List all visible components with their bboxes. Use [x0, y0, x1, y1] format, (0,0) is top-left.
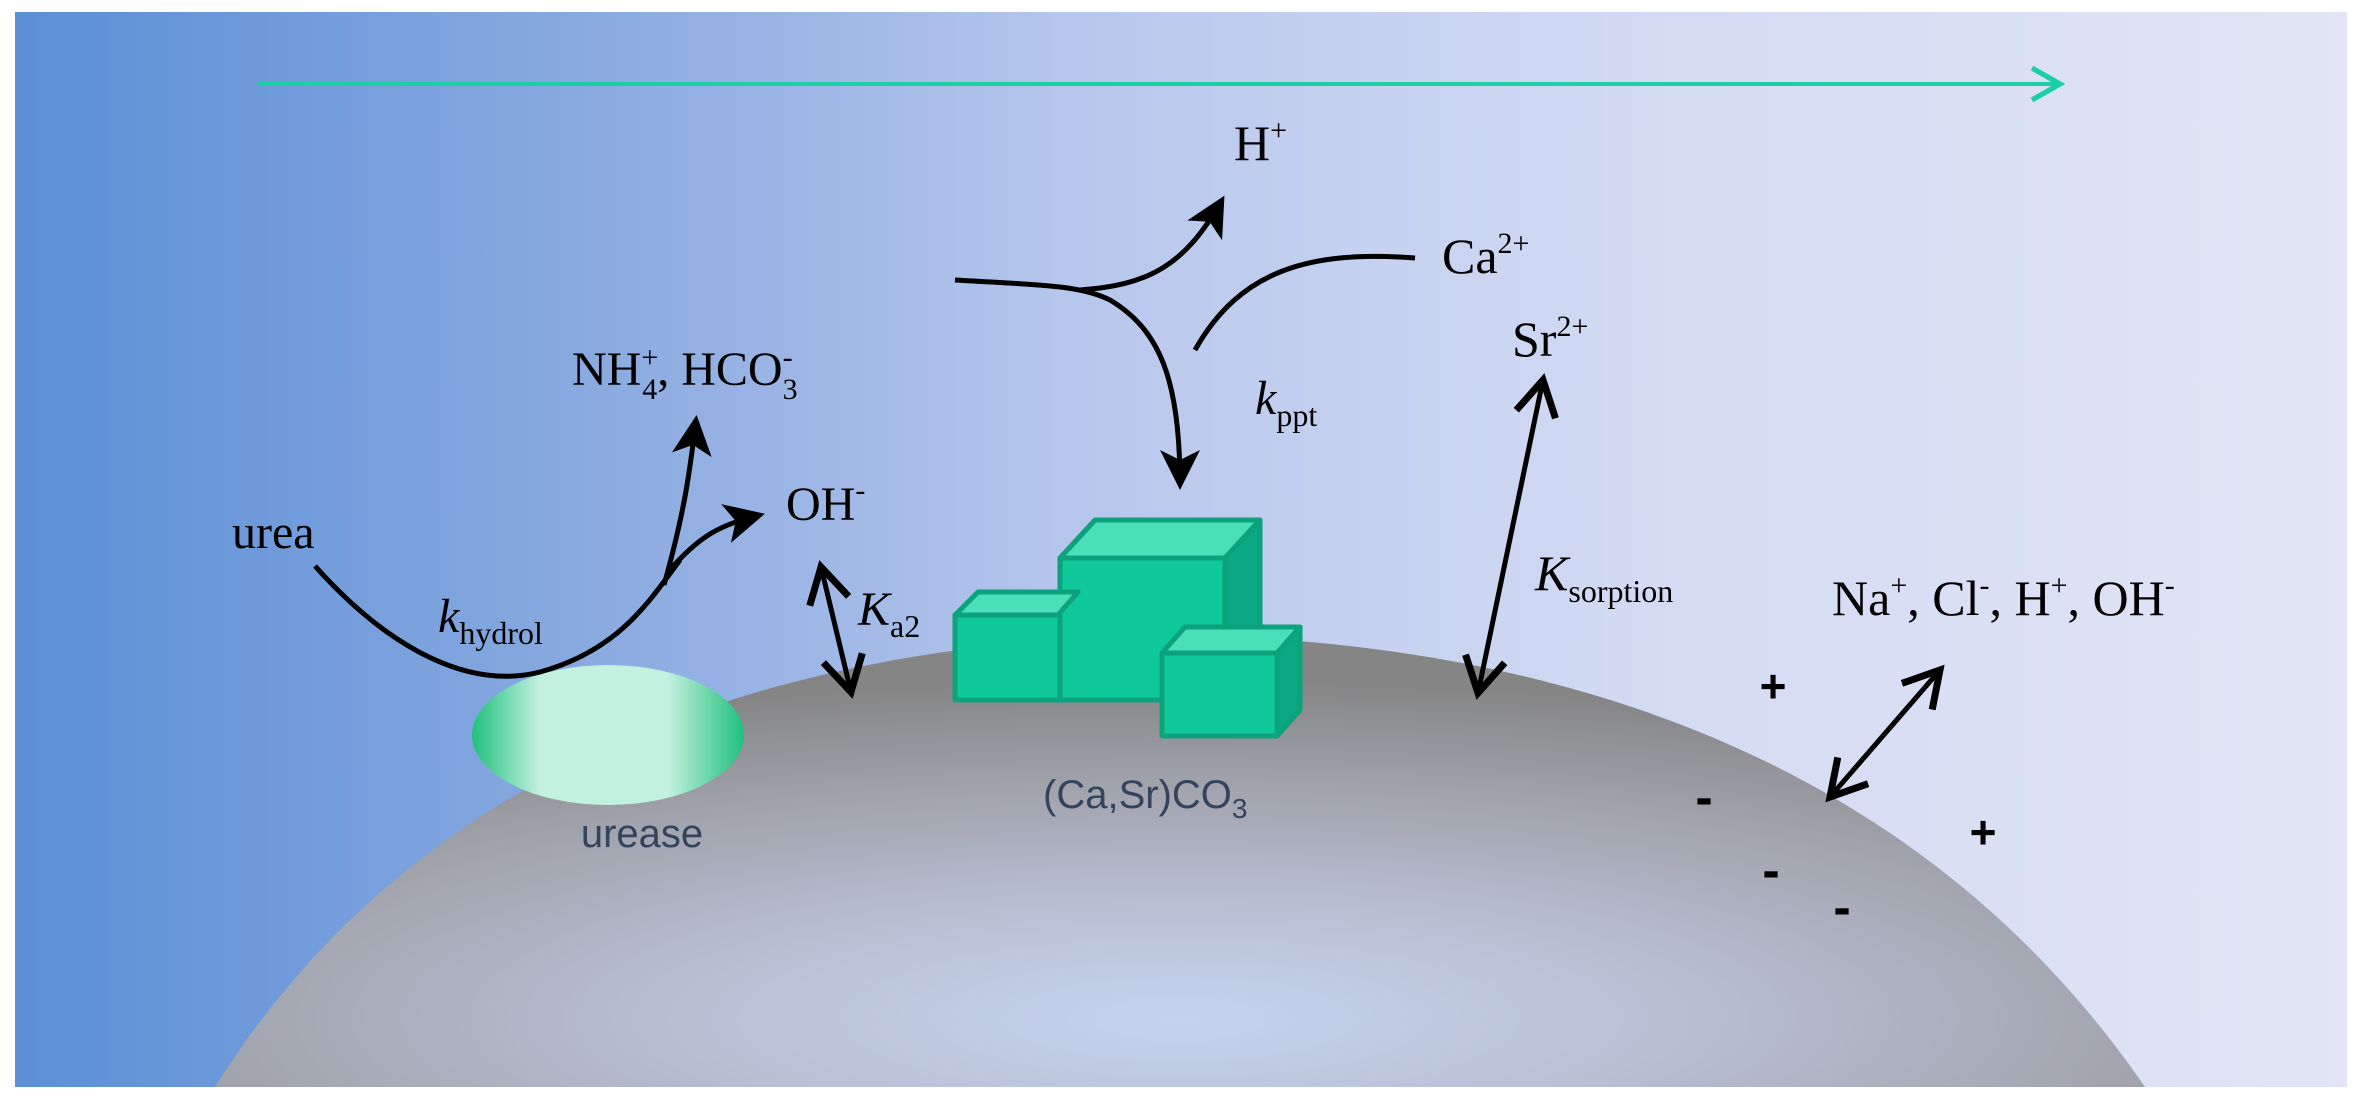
k-hydrol-label: khydrol	[438, 590, 543, 651]
mineral-label: (Ca,Sr)CO3	[1043, 773, 1247, 824]
urease-label: urease	[581, 812, 703, 856]
calcium-curve	[1192, 253, 1416, 352]
ka2-double-arrow	[806, 560, 866, 699]
precipitation-arrow	[954, 277, 1200, 490]
urea-label: urea	[232, 506, 315, 559]
charge-plus: +	[1760, 660, 1787, 712]
charge-minus: -	[1695, 769, 1712, 827]
arrow-to-h-plus	[1079, 195, 1225, 293]
k-ppt-label: kppt	[1255, 372, 1317, 433]
arrow-to-oh	[666, 504, 765, 574]
calcium-label: Ca2+	[1442, 227, 1529, 284]
ion-exchange-double-arrow	[1825, 664, 1945, 803]
strontium-label: Sr2+	[1512, 310, 1588, 367]
urease-icon	[472, 665, 744, 805]
crystal-cubes-icon	[952, 517, 1303, 739]
ions-label: Na+, Cl-, H+, OH-	[1832, 569, 2175, 626]
charge-plus: +	[1970, 806, 1997, 858]
ka2-label: Ka2	[857, 583, 920, 644]
oh-label: OH-	[786, 474, 865, 531]
k-sorption-label: Ksorption	[1534, 545, 1673, 609]
sorption-double-arrow	[1462, 373, 1559, 700]
h-plus-label: H+	[1234, 114, 1287, 171]
nh4-hco3-label: NH+4, HCO-3	[572, 341, 798, 406]
hydrolysis-curve	[313, 558, 683, 679]
charge-minus: -	[1833, 879, 1850, 937]
charge-minus: -	[1762, 842, 1779, 900]
arrow-to-nh4	[661, 415, 712, 586]
